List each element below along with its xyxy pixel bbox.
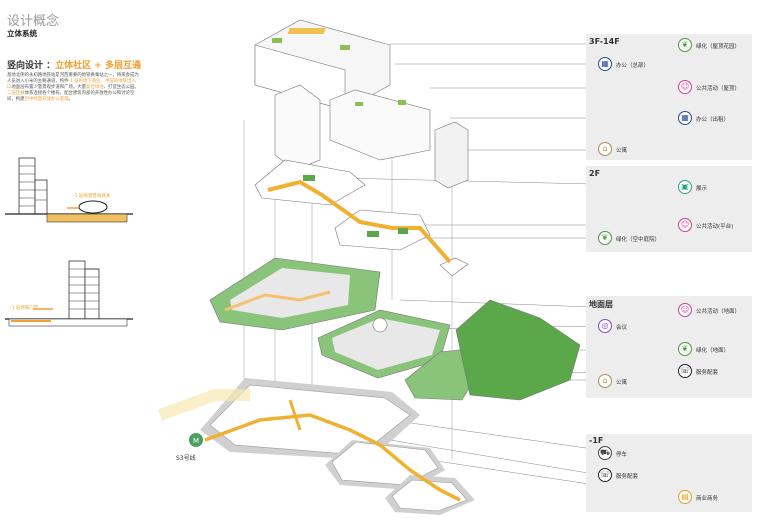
legend-label: 绿化（屋顶花园） (696, 44, 741, 50)
page-title: 设计概念 (7, 14, 60, 29)
body-highlight-1: -1 层的地下商业、半层的地铁出入口 (7, 79, 136, 91)
legend-label: 绿化（地面） (696, 348, 730, 354)
panel-basement (586, 434, 752, 512)
car-icon: ⛟ (598, 446, 612, 460)
section-sketch-top (5, 157, 133, 223)
section-sketch-bottom (5, 260, 133, 327)
svg-text:M: M (193, 437, 199, 445)
legend-label: 办公（总部） (616, 63, 650, 69)
panel-title-ground: 地面层 (589, 300, 613, 309)
concept-heading-prefix: 竖向设计 ： (7, 61, 56, 71)
legend-label: 服务配套 (616, 474, 639, 480)
legend-label: 公共活动（屋顶） (696, 86, 741, 92)
metro-line-label: S3号线 (176, 455, 196, 462)
legend-label: 会议 (616, 325, 628, 331)
legend-label: 公共活动(平台) (696, 224, 734, 230)
people-icon: ☺ (678, 303, 692, 317)
legend-label: 公寓 (616, 148, 628, 154)
body-highlight-3: 二层连廊 (7, 91, 25, 97)
panel-2f (586, 166, 752, 252)
section-label-bottom: -1 层地铁门厅 (10, 306, 39, 311)
panel-title-3f-14f: 3F-14F (589, 37, 620, 46)
concept-heading: 竖向设计 ：立体社区 + 多层互通 (7, 58, 141, 71)
concept-body: 基地北侧的永初路地铁站是河西重要的地铁换乘站之一，将来会成为人员进入小米的主要通… (7, 73, 139, 103)
page-subtitle: 立体系统 (7, 29, 37, 38)
legend-label: 公共活动（地面） (696, 309, 741, 315)
panel-ground (586, 296, 752, 398)
commerce-icon: ▤ (678, 490, 692, 504)
leaf-icon: ❦ (678, 342, 692, 356)
body-highlight-4: 空中绿意开放办公景观 (24, 97, 69, 103)
display-icon: ▣ (678, 180, 692, 194)
legend-label: 停车 (616, 452, 628, 458)
apartment-icon: ⌂ (598, 374, 612, 388)
body-text-3: 、打造生态公园。 (103, 85, 139, 91)
meeting-icon: ◎ (598, 319, 612, 333)
concept-heading-highlight: 立体社区 + 多层互通 (55, 61, 141, 71)
legend-label: 服务配套 (696, 370, 719, 376)
leaf-icon: ❦ (678, 38, 692, 52)
metro-station-icon (189, 433, 203, 447)
service-icon: ☏ (678, 364, 692, 378)
legend-label: 展示 (696, 186, 708, 192)
apartment-icon: ⌂ (598, 142, 612, 156)
body-text-4: 体系连接各个楼栋，配合建筑内部的开放性办公和讨论空间，构建 (7, 91, 135, 103)
upper-buildings (254, 19, 469, 189)
legend-label: 办公（出租） (696, 117, 730, 123)
leaf-icon: ❦ (598, 231, 612, 245)
panel-3f-14f (586, 34, 752, 160)
body-text-5: 。 (68, 97, 73, 103)
legend-label: 公寓 (616, 380, 628, 386)
service-icon: ☏ (598, 468, 612, 482)
people-icon: ☺ (678, 218, 692, 232)
people-icon: ☺ (678, 80, 692, 94)
level-2f-plan (254, 159, 469, 277)
ground-level-plan (209, 257, 581, 401)
section-label-top: -1 层地景营商体系 (73, 194, 111, 199)
basement-plan (157, 378, 475, 515)
office-icon: ▦ (598, 57, 612, 71)
body-highlight-2: 复合绿地 (86, 85, 104, 91)
panel-title-2f: 2F (589, 169, 601, 178)
legend-label: 绿化（空中庭院） (616, 237, 661, 243)
office-icon: ▦ (678, 111, 692, 125)
panel-title-basement: -1F (589, 436, 604, 445)
body-text-1: 基地北侧的永初路地铁站是河西重要的地铁换乘站之一，将来会成为人员进入小米的主要通… (7, 73, 139, 85)
legend-label: 商业商务 (696, 496, 719, 502)
body-text-2: 地面层布置少量景观步道和广场，大量 (11, 85, 87, 91)
